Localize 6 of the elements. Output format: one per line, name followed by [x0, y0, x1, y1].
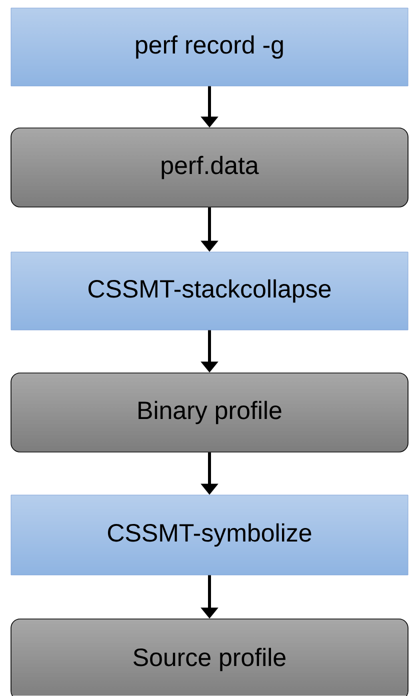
data-box: perf.data	[10, 128, 408, 208]
process-box: CSSMT-stackcollapse	[10, 252, 408, 330]
data-box: Source profile	[10, 618, 408, 696]
data-box: Binary profile	[10, 372, 408, 452]
process-box: perf record -g	[10, 8, 408, 86]
process-box: CSSMT-symbolize	[10, 494, 408, 576]
